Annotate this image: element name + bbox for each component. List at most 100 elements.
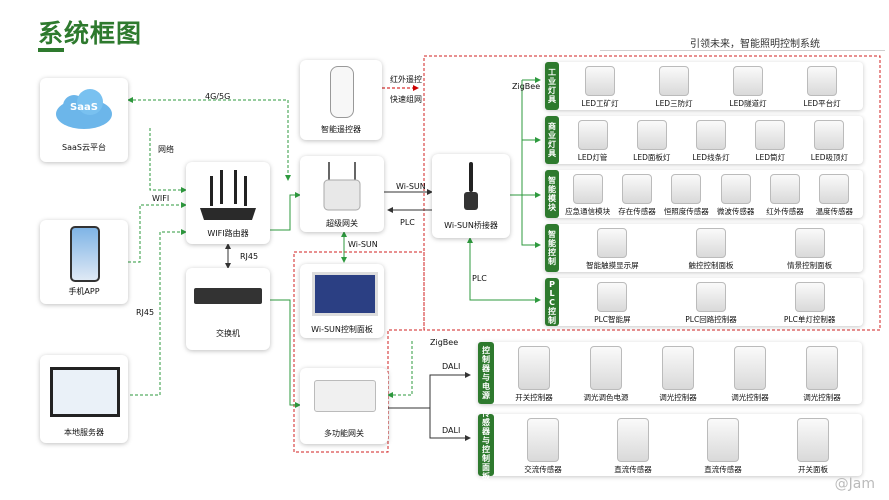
device-label: 直流传感器 [614,465,652,474]
group-panel: 智能控制智能触摸显示屏 触控控制面板情景控制面板 [545,224,863,272]
group-tab: 工业灯具 [545,62,559,110]
device-item[interactable]: 情景控制面板 [760,228,859,271]
multi-gateway-icon [314,380,376,412]
switch-label: 交换机 [216,329,240,338]
device-label: 智能触摸显示屏 [586,261,639,270]
device-label: LED吸顶灯 [810,153,848,162]
device-item[interactable]: LED灯管 [563,120,622,163]
device-icon [597,228,628,258]
edge-dali-top: DALI [442,362,461,371]
device-label: PLC回路控制器 [685,315,737,324]
device-item[interactable]: 温度传感器 [810,174,859,217]
device-icon [577,120,608,150]
app-node[interactable]: 手机APP [40,220,128,304]
device-icon [659,66,689,96]
device-item[interactable]: 调光控制器 [786,346,858,403]
device-item[interactable]: 微波传感器 [711,174,760,217]
device-icon [621,174,652,204]
device-icon [814,120,845,150]
device-label: 微波传感器 [716,207,755,216]
device-item[interactable]: 调光控制器 [714,346,786,403]
device-icon [794,282,825,312]
device-item[interactable]: LED三防灯 [637,66,711,109]
device-item[interactable]: 交流传感器 [498,418,588,475]
multi-gateway-node[interactable]: 多功能网关 [300,368,388,444]
device-label: 调光控制器 [803,393,841,402]
bridge-node[interactable]: Wi-SUN桥接器 [432,154,510,238]
group-tab-label: 智能控制 [548,230,556,266]
device-item[interactable]: LED吸顶灯 [800,120,859,163]
edge-wifi: WIFI [152,194,170,203]
panel-node[interactable]: Wi-SUN控制面板 [300,264,384,338]
device-icon [518,346,550,390]
device-icon [572,174,603,204]
group-panel: 传感器与控制面板交流传感器直流传感器直流传感器开关面板 [478,409,862,481]
device-item[interactable]: 应急通信模块 [563,174,612,217]
device-item[interactable]: 存在传感器 [612,174,661,217]
device-item[interactable]: 恒照度传感器 [662,174,711,217]
device-item[interactable]: 触控控制面板 [662,228,761,271]
device-icon [734,346,766,390]
watermark: @Jam [834,476,875,492]
device-label: 温度传感器 [815,207,854,216]
server-node[interactable]: 本地服务器 [40,355,128,443]
gateway-node[interactable]: 超级网关 [300,156,384,232]
device-icon [695,120,726,150]
switch-node[interactable]: 交换机 [186,268,270,350]
app-label: 手机APP [68,287,100,296]
device-label: LED线条灯 [692,153,730,162]
device-item[interactable]: PLC回路控制器 [662,282,761,325]
device-label: LED工矿灯 [581,99,619,108]
remote-node[interactable]: 智能遥控器 [300,60,382,140]
remote-label: 智能遥控器 [321,125,361,134]
saas-node[interactable]: SaaS SaaS云平台 [40,78,128,162]
device-item[interactable]: LED面板灯 [622,120,681,163]
edge-ir-remote: 红外遥控 [390,75,422,84]
device-item[interactable]: 智能触摸显示屏 [563,228,662,271]
device-item[interactable]: 调光调色电源 [570,346,642,403]
device-icon [590,346,622,390]
device-label: 开关面板 [798,465,828,474]
saas-logo-text: SaaS [70,102,98,113]
page-title: 系统框图 [38,19,143,48]
device-label: LED筒灯 [755,153,786,162]
device-item[interactable]: PLC单灯控制器 [760,282,859,325]
device-icon [597,282,628,312]
device-icon [671,174,702,204]
device-item[interactable]: 红外传感器 [760,174,809,217]
device-label: 应急通信模块 [565,207,611,216]
device-icon [695,228,726,258]
router-icon [200,170,256,220]
edge-wisun-panel: Wi-SUN [348,240,378,249]
device-item[interactable]: 调光控制器 [642,346,714,403]
device-icon [794,228,825,258]
remote-icon [330,66,354,118]
group-tab-label: 传感器与控制面板 [482,409,490,481]
device-item[interactable]: LED筒灯 [741,120,800,163]
edge-plc-bridge: PLC [400,218,415,227]
device-item[interactable]: 开关控制器 [498,346,570,403]
device-item[interactable]: 直流传感器 [678,418,768,475]
device-icon [819,174,850,204]
gateway-icon [323,162,361,211]
group-tab: 智能控制 [545,224,559,272]
tagline-divider [600,50,885,51]
group-tab: 商业灯具 [545,116,559,164]
edge-net: 网络 [158,145,174,154]
device-item[interactable]: 直流传感器 [588,418,678,475]
device-item[interactable]: LED隧道灯 [711,66,785,109]
title-underline [38,48,64,52]
device-item[interactable]: 开关面板 [768,418,858,475]
group-tab-label: PLC控制 [548,279,556,325]
group-tab-label: 智能模块 [548,176,556,212]
device-item[interactable]: LED工矿灯 [563,66,637,109]
device-item[interactable]: LED平台灯 [785,66,859,109]
device-icon [617,418,649,462]
device-item[interactable]: LED线条灯 [681,120,740,163]
group-tab: 传感器与控制面板 [478,409,494,481]
device-item[interactable]: PLC智能屏 [563,282,662,325]
router-node[interactable]: WIFI路由器 [186,162,270,244]
edge-zigbee-top: ZigBee [512,82,541,91]
